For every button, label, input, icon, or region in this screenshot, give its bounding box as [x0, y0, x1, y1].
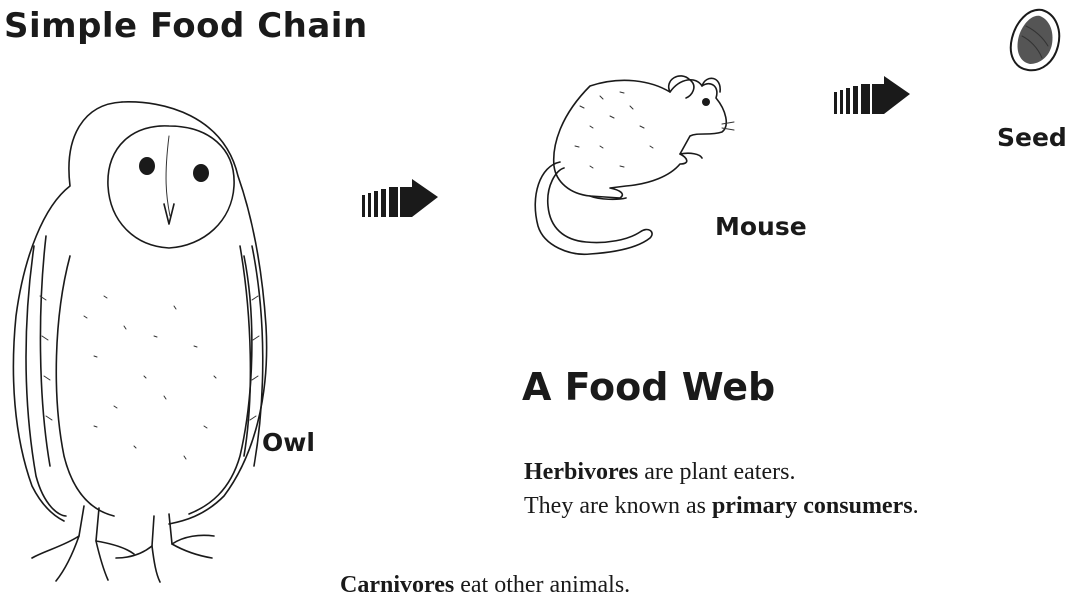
- herbivores-term: Herbivores: [524, 459, 638, 485]
- mouse-illustration: [530, 66, 730, 276]
- primary-consumers-term: primary consumers: [712, 493, 913, 519]
- owl-illustration: [4, 96, 274, 596]
- striped-arrow-right-icon: [834, 72, 914, 122]
- owl-label: Owl: [262, 428, 315, 457]
- herbivores-line-2: They are known as primary consumers.: [524, 489, 919, 523]
- herbivores-paragraph: Herbivores are plant eaters. They are kn…: [524, 455, 919, 523]
- herbivores-definition: are plant eaters.: [638, 459, 795, 485]
- carnivores-term: Carnivores: [340, 572, 454, 598]
- page-title: Simple Food Chain: [4, 6, 368, 46]
- herbivores-period: .: [913, 493, 919, 519]
- seed-label: Seed: [997, 123, 1067, 152]
- seed-illustration: [1004, 6, 1064, 76]
- herbivores-line-1: Herbivores are plant eaters.: [524, 455, 919, 489]
- mouse-label: Mouse: [715, 212, 807, 241]
- herbivores-known-as: They are known as: [524, 493, 712, 519]
- food-web-title: A Food Web: [522, 365, 775, 409]
- striped-arrow-right-icon: [362, 175, 442, 225]
- carnivores-definition: eat other animals.: [454, 572, 630, 598]
- carnivores-paragraph: Carnivores eat other animals.: [340, 568, 630, 602]
